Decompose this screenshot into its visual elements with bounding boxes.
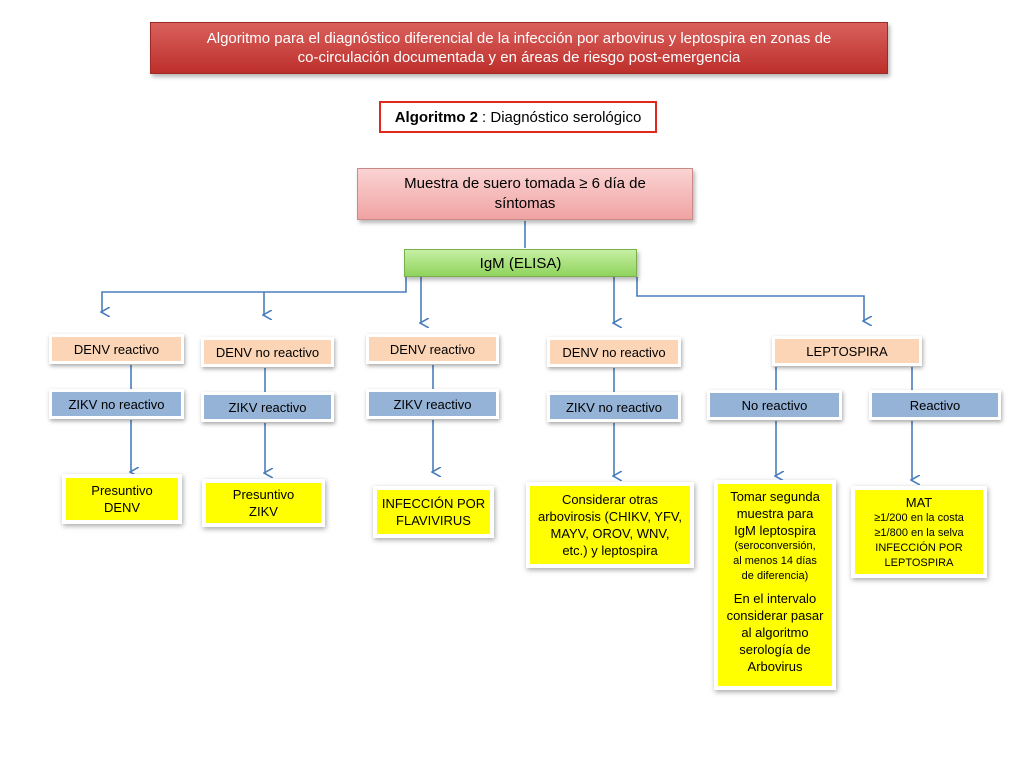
title-line-1: Algoritmo para el diagnóstico diferencia… bbox=[206, 30, 832, 47]
branch-3-zikv: ZIKV reactivo bbox=[366, 389, 499, 419]
branch-4-result-line-4: etc.) y leptospira bbox=[562, 543, 658, 558]
branch-3-result-line-1: INFECCIÓN POR bbox=[381, 496, 486, 511]
lepto-neg-line-6: de diferencia) bbox=[741, 570, 809, 582]
branch-1-result-line-1: Presuntivo bbox=[91, 483, 153, 498]
start-line-2: síntomas bbox=[494, 195, 556, 212]
lepto-neg-line-8: considerar pasar bbox=[726, 608, 824, 623]
start-node: Muestra de suero tomada ≥ 6 día de sínto… bbox=[357, 168, 693, 220]
branch-2-result: Presuntivo ZIKV bbox=[202, 479, 325, 527]
branch-1-denv: DENV reactivo bbox=[49, 334, 184, 364]
title-line-2: co-circulación documentada y en áreas de… bbox=[297, 49, 741, 66]
lepto-neg-line-4: (seroconversión, bbox=[734, 540, 816, 552]
branch-3-result-line-2: FLAVIVIRUS bbox=[396, 513, 471, 528]
lepto-neg-line-5: al menos 14 días bbox=[733, 555, 817, 567]
lepto-neg-line-11: Arbovirus bbox=[747, 659, 803, 674]
lepto-neg-line-10: serología de bbox=[739, 642, 811, 657]
branch-1-result-line-2: DENV bbox=[103, 500, 141, 515]
branch-3-denv: DENV reactivo bbox=[366, 334, 499, 364]
connector-to-branch-1 bbox=[102, 277, 407, 312]
branch-1-result: Presuntivo DENV bbox=[62, 474, 182, 524]
leptospira-positive-result: MAT ≥1/200 en la costa ≥1/800 en la selv… bbox=[851, 486, 987, 578]
branch-4-denv: DENV no reactivo bbox=[547, 337, 681, 367]
branch-1-zikv: ZIKV no reactivo bbox=[49, 389, 184, 419]
start-line-1: Muestra de suero tomada ≥ 6 día de bbox=[404, 175, 646, 192]
leptospira-positive: Reactivo bbox=[869, 390, 1001, 420]
branch-2-zikv: ZIKV reactivo bbox=[201, 392, 334, 422]
algorithm-label: Algoritmo 2 : Diagnóstico serológico bbox=[379, 101, 657, 133]
branch-3-result: INFECCIÓN POR FLAVIVIRUS bbox=[373, 486, 494, 538]
branch-4-result-line-1: Considerar otras bbox=[561, 492, 659, 507]
branch-4-result-line-3: MAYV, OROV, WNV, bbox=[550, 526, 670, 541]
branch-2-denv: DENV no reactivo bbox=[201, 337, 334, 367]
lepto-neg-line-9: al algoritmo bbox=[741, 625, 809, 640]
leptospira-node: LEPTOSPIRA bbox=[772, 336, 922, 366]
branch-4-result-line-2: arbovirosis (CHIKV, YFV, bbox=[537, 509, 683, 524]
lepto-pos-line-4: INFECCIÓN POR bbox=[875, 541, 963, 554]
leptospira-negative: No reactivo bbox=[707, 390, 842, 420]
lepto-pos-line-3: ≥1/800 en la selva bbox=[874, 526, 964, 539]
igm-elisa-node: IgM (ELISA) bbox=[404, 249, 637, 277]
lepto-pos-line-5: LEPTOSPIRA bbox=[884, 556, 954, 569]
branch-4-result: Considerar otras arbovirosis (CHIKV, YFV… bbox=[526, 482, 694, 568]
algorithm-number: Algoritmo 2 bbox=[394, 108, 479, 126]
lepto-pos-line-2: ≥1/200 en la costa bbox=[874, 511, 964, 524]
lepto-neg-line-7: En el intervalo bbox=[733, 591, 817, 606]
branch-2-result-line-2: ZIKV bbox=[249, 504, 278, 519]
leptospira-negative-result: Tomar segunda muestra para IgM leptospir… bbox=[714, 480, 836, 690]
connector-to-leptospira bbox=[636, 277, 864, 321]
lepto-neg-line-2: muestra para bbox=[736, 506, 814, 521]
lepto-neg-line-1: Tomar segunda bbox=[730, 489, 820, 504]
lepto-pos-line-1: MAT bbox=[905, 494, 933, 510]
title-banner: Algoritmo para el diagnóstico diferencia… bbox=[150, 22, 888, 74]
branch-2-result-line-1: Presuntivo bbox=[232, 487, 295, 502]
lepto-neg-line-3: IgM leptospira bbox=[734, 523, 816, 538]
branch-4-zikv: ZIKV no reactivo bbox=[547, 392, 681, 422]
algorithm-title: : Diagnóstico serológico bbox=[482, 108, 642, 126]
